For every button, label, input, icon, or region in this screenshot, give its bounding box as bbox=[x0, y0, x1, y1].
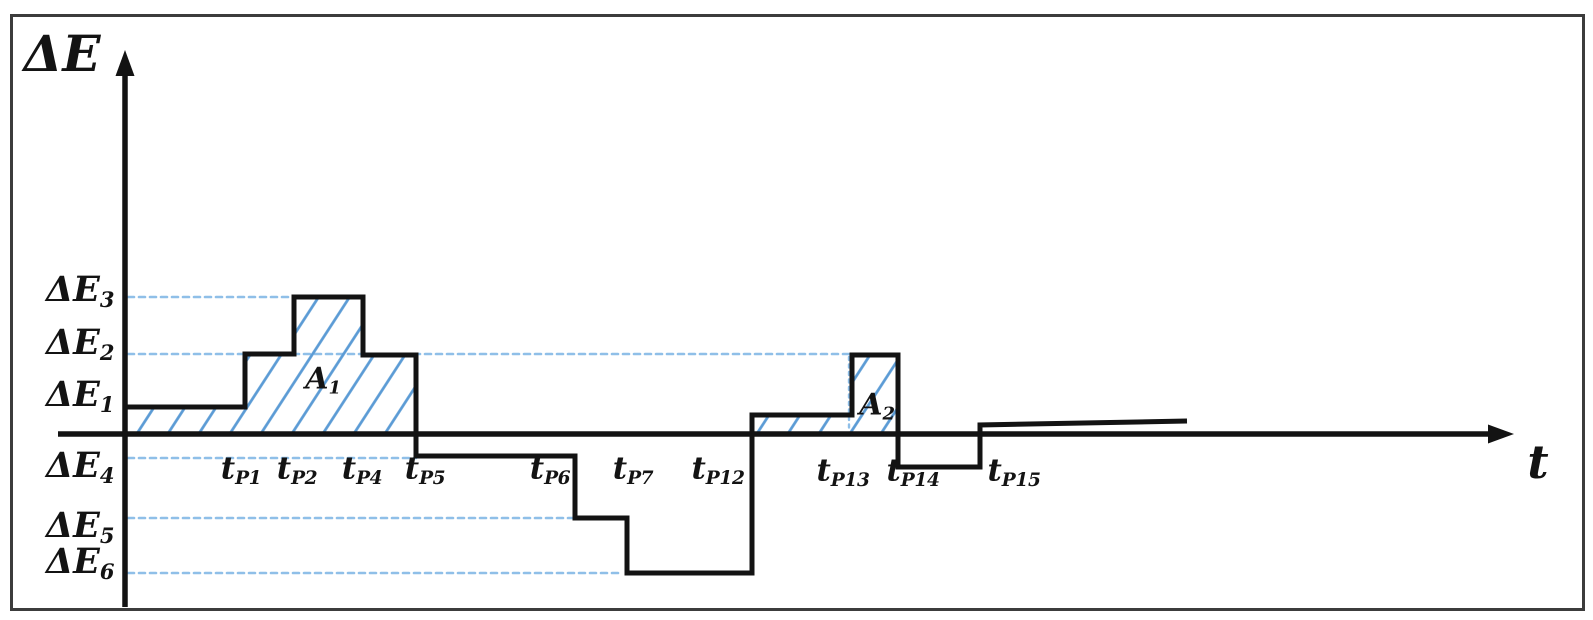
area-label-a2: A2 bbox=[859, 387, 896, 425]
time-label-tp1: tP1 bbox=[220, 450, 262, 489]
level-label-de3: ΔE3 bbox=[46, 272, 114, 310]
time-label-tp5: tP5 bbox=[404, 450, 446, 489]
level-label-de2-main: ΔE bbox=[45, 322, 100, 364]
level-label-de4-main: ΔE bbox=[45, 445, 100, 487]
time-label-tp6-sub: P6 bbox=[544, 467, 571, 489]
level-label-de6-sub: 6 bbox=[99, 558, 115, 584]
delta-e-axis-label-text: ΔE bbox=[23, 24, 101, 83]
level-label-de6-main: ΔE bbox=[45, 541, 100, 583]
area-label-a1-main: A bbox=[305, 361, 329, 397]
area-label-a2-main: A bbox=[859, 387, 883, 423]
t-axis-label: t bbox=[1527, 439, 1548, 485]
time-label-tp1-sub: P1 bbox=[235, 467, 262, 489]
time-label-tp1-main: t bbox=[220, 450, 236, 487]
level-label-de5-main: ΔE bbox=[45, 505, 100, 547]
level-label-de3-main: ΔE bbox=[45, 269, 100, 311]
time-label-tp4: tP4 bbox=[341, 450, 383, 489]
hatch-area-a2 bbox=[752, 355, 898, 432]
level-label-de2-sub: 2 bbox=[99, 339, 115, 365]
step-curve bbox=[125, 294, 1188, 576]
level-label-de6: ΔE6 bbox=[46, 544, 114, 582]
time-label-tp6: tP6 bbox=[529, 450, 571, 489]
time-label-tp12: tP12 bbox=[691, 450, 745, 489]
level-label-de5: ΔE5 bbox=[46, 508, 114, 546]
time-label-tp2-main: t bbox=[276, 450, 292, 487]
time-label-tp15-main: t bbox=[987, 452, 1002, 489]
level-label-de3-sub: 3 bbox=[99, 286, 115, 312]
time-label-tp4-main: t bbox=[341, 450, 357, 487]
time-label-tp5-main: t bbox=[404, 450, 420, 487]
level-label-de4: ΔE4 bbox=[46, 448, 114, 486]
hatch-area-a1 bbox=[125, 297, 416, 432]
time-label-tp2: tP2 bbox=[276, 450, 318, 489]
y-axis-arrowhead bbox=[115, 50, 135, 76]
time-label-tp14-main: t bbox=[886, 452, 901, 489]
level-label-de1-main: ΔE bbox=[45, 374, 100, 416]
time-label-tp14-sub: P14 bbox=[900, 469, 940, 491]
time-label-tp2-sub: P2 bbox=[291, 467, 318, 489]
time-label-tp7: tP7 bbox=[612, 450, 654, 489]
time-label-tp12-main: t bbox=[691, 450, 706, 487]
time-label-tp14: tP14 bbox=[886, 452, 940, 491]
time-label-tp7-sub: P7 bbox=[627, 467, 654, 489]
level-label-de5-sub: 5 bbox=[99, 522, 115, 548]
area-label-a1-sub: 1 bbox=[328, 377, 342, 399]
level-label-de4-sub: 4 bbox=[99, 462, 115, 488]
time-label-tp13: tP13 bbox=[816, 452, 870, 491]
area-label-a1: A1 bbox=[305, 361, 342, 399]
time-label-tp13-sub: P13 bbox=[830, 469, 870, 491]
t-axis-label-text: t bbox=[1527, 435, 1549, 489]
time-label-tp6-main: t bbox=[529, 450, 545, 487]
time-label-tp7-main: t bbox=[612, 450, 628, 487]
delta-e-axis-label: ΔE bbox=[24, 29, 101, 79]
area-label-a2-sub: 2 bbox=[882, 403, 896, 425]
time-label-tp15: tP15 bbox=[987, 452, 1041, 491]
time-label-tp13-main: t bbox=[816, 452, 831, 489]
x-axis-arrowhead bbox=[1488, 424, 1514, 444]
level-label-de1-sub: 1 bbox=[99, 391, 115, 417]
level-label-de1: ΔE1 bbox=[46, 377, 114, 415]
time-label-tp15-sub: P15 bbox=[1001, 469, 1041, 491]
time-label-tp5-sub: P5 bbox=[419, 467, 446, 489]
time-label-tp4-sub: P4 bbox=[356, 467, 383, 489]
level-label-de2: ΔE2 bbox=[46, 325, 114, 363]
time-label-tp12-sub: P12 bbox=[705, 467, 745, 489]
